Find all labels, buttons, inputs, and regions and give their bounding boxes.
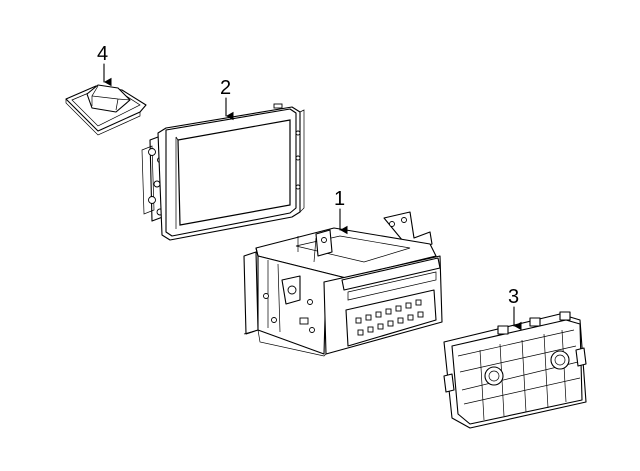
part-3-control-panel[interactable] bbox=[443, 311, 587, 429]
part-2-display-screen[interactable] bbox=[141, 103, 305, 241]
callout-3: 3 bbox=[508, 286, 522, 331]
callout-1: 1 bbox=[334, 188, 348, 235]
callout-2-label: 2 bbox=[220, 77, 231, 99]
callout-4: 4 bbox=[97, 43, 112, 87]
part-1-radio-receiver[interactable] bbox=[243, 211, 443, 357]
callout-1-label: 1 bbox=[334, 188, 345, 210]
part-4-trim-piece[interactable] bbox=[65, 84, 147, 136]
callout-2: 2 bbox=[220, 77, 234, 121]
callout-3-label: 3 bbox=[508, 286, 519, 308]
radio-buttons bbox=[355, 299, 424, 336]
callout-4-label: 4 bbox=[97, 43, 108, 65]
